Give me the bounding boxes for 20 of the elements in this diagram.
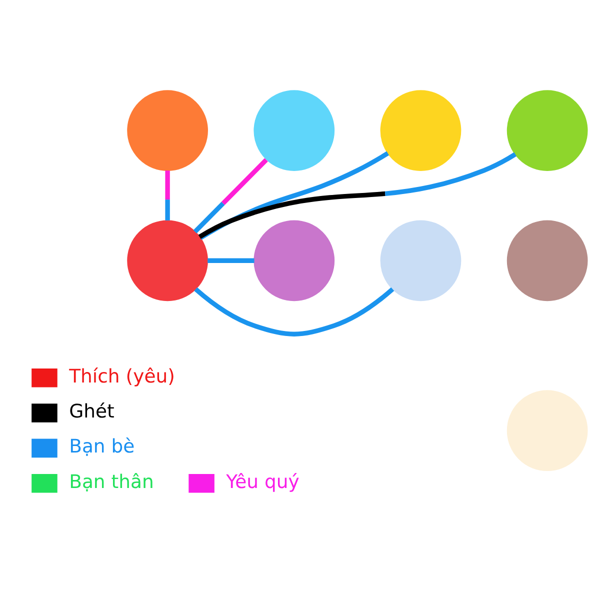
connector [199,150,390,240]
node-circle [380,220,462,301]
node-circle [127,90,208,170]
legend-label: Ghét [69,400,114,422]
connector [165,170,170,220]
connector [194,286,394,336]
node-circle [506,220,588,301]
legend-label: Bạn bè [69,436,135,458]
connector [208,258,254,262]
node-circle [127,220,208,301]
legend-label: Yêu quý [226,471,300,492]
legend-label: Bạn thân [69,471,154,492]
node-circle [254,220,335,301]
connector [198,152,516,238]
connector [193,158,268,233]
node-circle [506,390,588,471]
legend-label: Thích (yêu) [69,366,175,387]
node-circle [254,90,335,170]
node-circle [506,90,588,170]
node-circle [380,90,462,170]
